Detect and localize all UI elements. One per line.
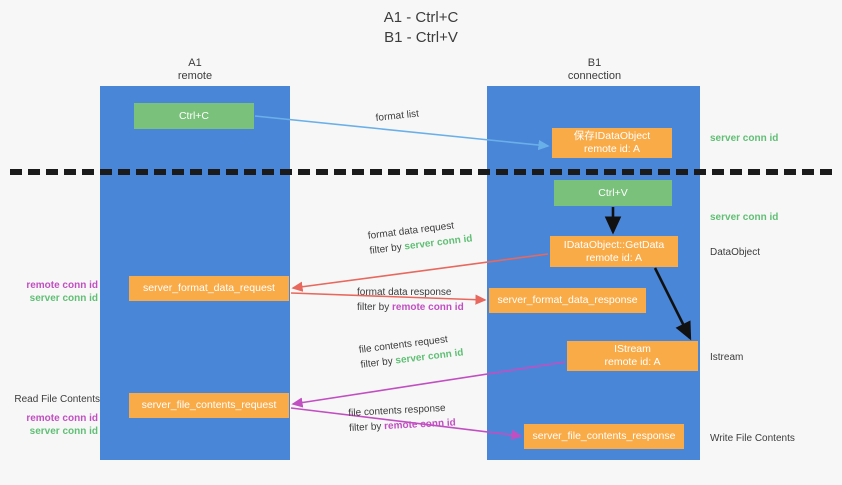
left-label-read-file-contents: Read File Contents [14, 394, 100, 405]
right-label-server-conn-id-top: server conn id [710, 133, 779, 144]
box-idataobject-getdata[interactable]: IDataObject::GetData remote id: A [550, 236, 678, 267]
left-label-conn-ids-top: remote conn id server conn id [10, 279, 98, 305]
box-getdata-sub: remote id: A [585, 251, 643, 264]
box-server-file-contents-request[interactable]: server_file_contents_request [129, 393, 289, 418]
box-server-format-data-response-label: server_format_data_response [497, 294, 638, 306]
edge-label-format-data-response-filter: filter by remote conn id [357, 300, 464, 315]
filter-prefix: filter by [357, 302, 393, 313]
box-ctrl-c-label: Ctrl+C [178, 109, 210, 122]
page-title: A1 - Ctrl+C B1 - Ctrl+V [0, 8, 842, 48]
filter-prefix: filter by [369, 241, 406, 257]
left-label-remote-conn-id-2: remote conn id [26, 413, 98, 424]
box-ctrl-c[interactable]: Ctrl+C [134, 103, 254, 129]
box-save-idataobject-sub: remote id: A [583, 143, 641, 155]
box-server-file-contents-response[interactable]: server_file_contents_response [524, 424, 684, 449]
left-label-server-conn-id-2: server conn id [29, 426, 98, 437]
left-label-conn-ids-bottom: remote conn id server conn id [10, 412, 98, 438]
left-label-remote-conn-id-1: remote conn id [26, 280, 98, 291]
right-label-dataobject: DataObject [710, 247, 761, 258]
right-label-istream: Istream [710, 352, 744, 363]
box-save-idataobject-label: 保存IDataObject [573, 130, 651, 142]
edge-label-format-data-request: format data request filter by server con… [367, 216, 473, 258]
edge-label-file-contents-response: file contents response filter by remote … [348, 400, 456, 436]
box-ctrl-v[interactable]: Ctrl+V [554, 180, 672, 206]
edge-label-format-list-line1: format list [375, 108, 420, 124]
box-istream-sub: remote id: A [604, 356, 661, 368]
box-ctrl-v-label: Ctrl+V [598, 186, 628, 199]
box-server-format-data-request-label: server_format_data_request [143, 282, 275, 294]
box-istream-label: IStream [614, 343, 651, 355]
lane-b1-role: connection [567, 70, 622, 82]
lane-header-a1: A1 remote [130, 57, 260, 83]
box-server-format-data-response[interactable]: server_format_data_response [489, 288, 646, 313]
box-istream[interactable]: IStream remote id: A [567, 341, 698, 371]
right-label-write-file-contents: Write File Contents [710, 433, 795, 444]
box-server-file-contents-request-label: server_file_contents_request [141, 399, 277, 411]
box-save-idataobject[interactable]: 保存IDataObject remote id: A [552, 128, 672, 158]
title-line-2: B1 - Ctrl+V [384, 29, 458, 46]
edge-label-format-list: format list [375, 106, 420, 125]
edge-label-file-contents-request: file contents request filter by server c… [358, 330, 464, 372]
lane-header-b1: B1 connection [527, 57, 662, 83]
edge-label-format-data-response-line1: format data response [357, 287, 452, 298]
box-server-format-data-request[interactable]: server_format_data_request [129, 276, 289, 301]
filter-value-remote-conn-id: remote conn id [383, 417, 457, 433]
box-getdata-label: IDataObject::GetData [563, 238, 665, 251]
filter-value-remote-conn-id: remote conn id [392, 302, 464, 313]
filter-prefix: filter by [360, 355, 397, 371]
title-line-1: A1 - Ctrl+C [383, 9, 459, 26]
lane-b1-name: B1 [587, 57, 602, 69]
filter-prefix: filter by [348, 421, 385, 434]
lane-a1-role: remote [177, 70, 213, 82]
lane-a1-name: A1 [188, 57, 202, 69]
left-label-server-conn-id-1: server conn id [29, 293, 98, 304]
edge-label-format-data-response: format data response filter by remote co… [357, 285, 464, 315]
box-server-file-contents-response-label: server_file_contents_response [532, 430, 676, 442]
phase-divider [10, 169, 832, 175]
right-label-server-conn-id-mid: server conn id [710, 212, 779, 223]
